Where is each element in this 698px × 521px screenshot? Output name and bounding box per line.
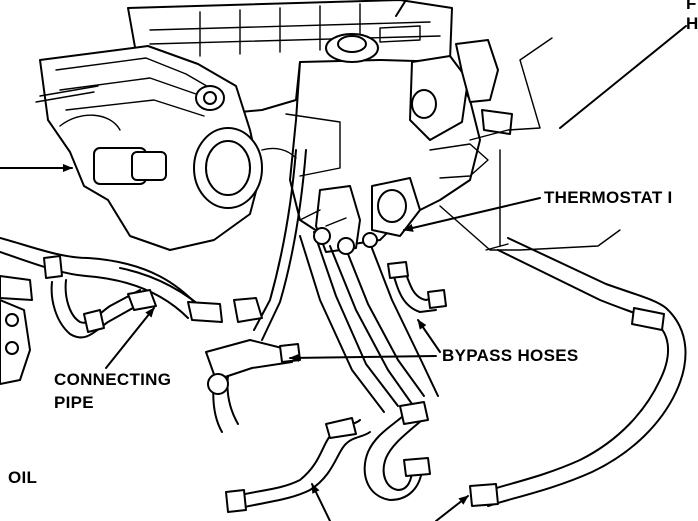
bypass-arrow-left — [289, 353, 437, 362]
thermostat-label: THERMOSTAT I — [544, 188, 673, 207]
bottom-hose-arrow — [311, 483, 331, 521]
bottom-right-arrow — [435, 495, 469, 521]
lower-left-component — [0, 299, 31, 385]
top-center-leader — [395, 0, 407, 17]
right-bypass-hose — [387, 261, 447, 313]
engine-body-right — [439, 37, 621, 251]
connecting-pipe-arrow — [105, 307, 155, 369]
engine-front-housing — [261, 33, 513, 253]
connecting-pipe-label-line2: PIPE — [54, 393, 94, 412]
bypass-hoses-label: BYPASS HOSES — [442, 346, 579, 365]
top-right-label-a: F — [686, 0, 697, 13]
left-bypass-hose — [205, 149, 307, 433]
top-right-label-b: H — [686, 14, 698, 33]
radiator-hose — [469, 237, 687, 507]
connecting-pipe — [50, 267, 223, 339]
connecting-pipe-label-line1: CONNECTING — [54, 370, 172, 389]
intake-manifold — [35, 45, 263, 251]
top-right-leader — [559, 25, 687, 129]
lower-hose-right — [363, 401, 431, 501]
bypass-arrow-right — [417, 319, 441, 353]
thermostat-arrow — [403, 197, 541, 232]
upper-left-hose — [0, 237, 201, 319]
central-bypass-pipes — [299, 209, 439, 413]
lower-hose-left — [225, 417, 371, 513]
oil-label: OIL — [8, 468, 38, 487]
